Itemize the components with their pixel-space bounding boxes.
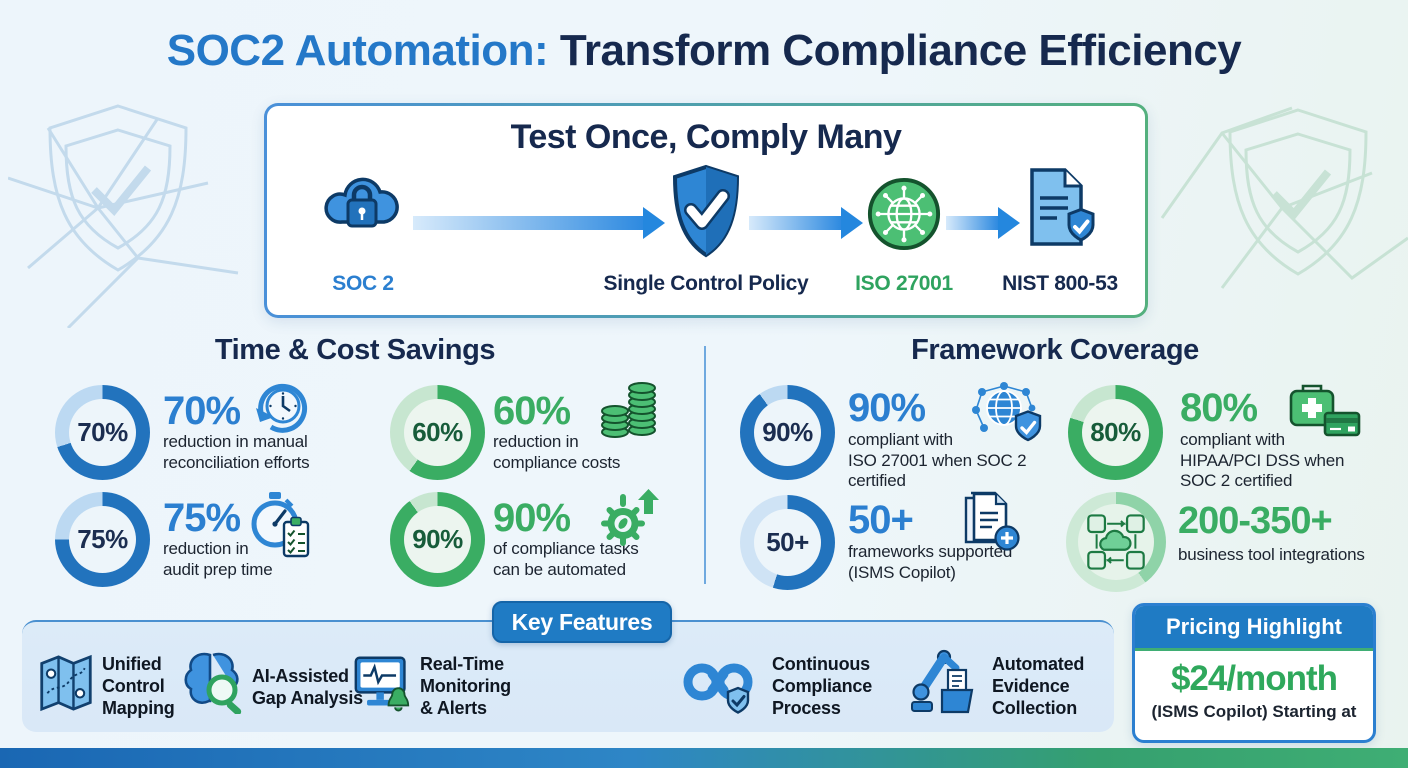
stat-value: 70% (163, 389, 241, 433)
clock-rotate-icon (256, 383, 308, 433)
donut-chart-50plus: 50+ (740, 495, 835, 590)
stat-value: 60% (493, 389, 571, 433)
stat-desc: reduction in compliance costs (493, 432, 621, 472)
integrations-cloud-icon (1087, 514, 1145, 570)
donut-label: 70% (69, 399, 136, 466)
donut-label: 80% (1082, 399, 1149, 466)
shield-watermark-right-icon (1160, 106, 1408, 289)
donut-chart-80: 80% (1068, 385, 1163, 480)
monitor-alert-icon (354, 656, 410, 712)
stat-desc: compliant with HIPAA/PCI DSS when SOC 2 … (1180, 430, 1345, 491)
pricing-note: (ISMS Copilot) Starting at (1151, 702, 1357, 721)
medkit-card-icon (1289, 384, 1361, 437)
section-divider (704, 346, 706, 584)
hero-panel: Test Once, Comply Many SOC 2 Single Cont… (264, 103, 1148, 318)
hero-title: Test Once, Comply Many (510, 118, 902, 156)
donut-chart-90-iso: 90% (740, 385, 835, 480)
globe-network-icon (867, 177, 941, 251)
stat-value: 75% (163, 496, 241, 540)
brain-magnifier-icon (184, 652, 242, 714)
donut-chart-75: 75% (55, 492, 150, 587)
gear-automation-icon (601, 489, 659, 546)
map-pins-icon (40, 654, 92, 712)
hero-node-label-iso27001: ISO 27001 (855, 272, 953, 295)
donut-label: 60% (404, 399, 471, 466)
shield-watermark-left-icon (8, 104, 239, 328)
donut-chart-70: 70% (55, 385, 150, 480)
pricing-price: $24/month (1170, 659, 1338, 698)
key-features-badge: Key Features (492, 601, 672, 643)
donut-chart-60: 60% (390, 385, 485, 480)
feature-label-ai-gap-analysis: AI-Assisted Gap Analysis (252, 666, 363, 708)
donut-chart-90-automated: 90% (390, 492, 485, 587)
section-title-time-cost-savings: Time & Cost Savings (214, 334, 496, 366)
pricing-header: Pricing Highlight (1135, 606, 1373, 651)
donut-label: 90% (754, 399, 821, 466)
flow-arrow-icon (413, 207, 665, 239)
donut-label: 75% (69, 506, 136, 573)
stat-value: 80% (1180, 386, 1258, 430)
bottom-accent-bar (0, 748, 1408, 768)
ring-hole (1078, 504, 1154, 580)
stat-value: 90% (493, 496, 571, 540)
stat-desc: frameworks supported (ISMS Copilot) (848, 542, 1013, 582)
documents-plus-icon (964, 491, 1020, 551)
globe-shield-network-icon (972, 382, 1042, 442)
document-shield-icon (1030, 168, 1095, 246)
flow-arrow-icon (946, 207, 1020, 239)
integrations-ring (1066, 492, 1166, 592)
infinity-shield-icon (683, 663, 753, 714)
stat-desc: business tool integrations (1178, 545, 1365, 564)
page-title-highlight: SOC2 Automation: (166, 26, 549, 75)
cloud-lock-icon (324, 177, 399, 228)
page-title-rest: Transform Compliance Efficiency (548, 26, 1242, 75)
donut-label: 50+ (754, 509, 821, 576)
section-title-framework-coverage: Framework Coverage (911, 334, 1199, 366)
shield-check-icon (672, 164, 740, 258)
coins-stack-icon (601, 382, 656, 438)
stat-value: 200-350+ (1178, 500, 1333, 542)
feature-label-unified-control-mapping: Unified Control Mapping (102, 654, 175, 718)
hero-node-label-soc2: SOC 2 (332, 272, 394, 295)
donut-label: 90% (404, 506, 471, 573)
feature-label-continuous-compliance: Continuous Compliance Process (772, 654, 873, 718)
stopwatch-checklist-icon (251, 492, 310, 558)
flow-arrow-icon (749, 207, 863, 239)
robot-arm-icon (911, 649, 974, 714)
hero-node-label-nist: NIST 800-53 (1002, 272, 1118, 295)
stat-desc: compliant with ISO 27001 when SOC 2 cert… (848, 430, 1027, 491)
stat-value: 50+ (848, 498, 914, 542)
pricing-highlight-card: Pricing Highlight $24/month (ISMS Copilo… (1132, 603, 1376, 743)
stat-desc: reduction in audit prep time (163, 539, 273, 579)
page-title: SOC2 Automation: Transform Compliance Ef… (0, 26, 1408, 76)
stat-value: 90% (848, 386, 926, 430)
hero-node-label-single-control-policy: Single Control Policy (603, 272, 809, 295)
feature-label-automated-evidence: Automated Evidence Collection (992, 654, 1085, 718)
feature-label-real-time-monitoring: Real-Time Monitoring & Alerts (420, 654, 511, 718)
stat-desc: reduction in manual reconciliation effor… (163, 432, 310, 472)
stat-desc: of compliance tasks can be automated (493, 539, 639, 579)
